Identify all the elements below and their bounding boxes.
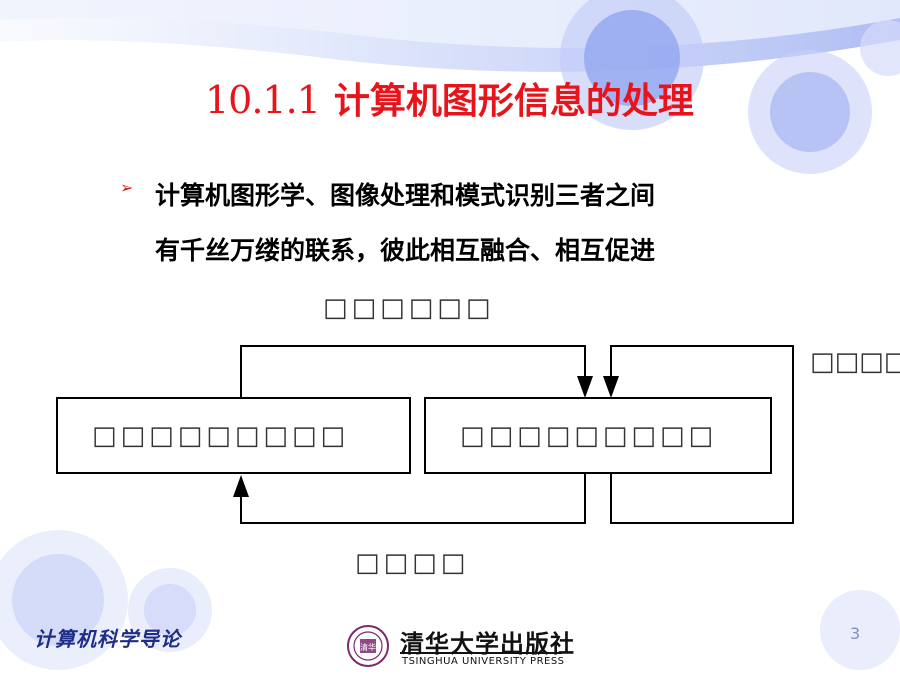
- publisher-underline: [400, 652, 562, 654]
- left-box-label: □□□□□□□□□: [92, 421, 350, 451]
- logo-text: 清华: [360, 642, 376, 652]
- course-name: 计算机科学导论: [34, 627, 181, 651]
- bullet-line: 计算机图形学、图像处理和模式识别三者之间: [155, 181, 656, 210]
- bullet-arrow-icon: ➢: [120, 178, 134, 197]
- right-box: [424, 397, 772, 474]
- page-number: 3: [850, 624, 861, 643]
- side-label: □□□□: [810, 347, 900, 377]
- side-loop-line: [610, 345, 794, 524]
- bullet-text: 计算机图形学、图像处理和模式识别三者之间 有千丝万缕的联系，彼此相互融合、相互促…: [155, 168, 775, 278]
- page-title: 10.1.1 计算机图形信息的处理: [205, 72, 694, 124]
- top-arrow-line: [240, 345, 586, 398]
- bullet-line: 有千丝万缕的联系，彼此相互融合、相互促进: [155, 236, 656, 265]
- top-label: □□□□□□: [323, 293, 495, 323]
- title-number: 10.1.1: [205, 78, 321, 122]
- title-text: 计算机图形信息的处理: [333, 81, 694, 122]
- right-box-label: □□□□□□□□□: [460, 421, 718, 451]
- tsinghua-logo-icon: 清华: [347, 625, 389, 667]
- publisher-name-en: TSINGHUA UNIVERSITY PRESS: [402, 656, 565, 667]
- left-box: [56, 397, 411, 474]
- bottom-label: □□□□: [355, 548, 470, 578]
- arrow-head-up: [233, 475, 249, 497]
- arrow-head-down: [603, 376, 619, 398]
- bottom-arrow-line: [240, 473, 586, 524]
- arrow-head-down: [577, 376, 593, 398]
